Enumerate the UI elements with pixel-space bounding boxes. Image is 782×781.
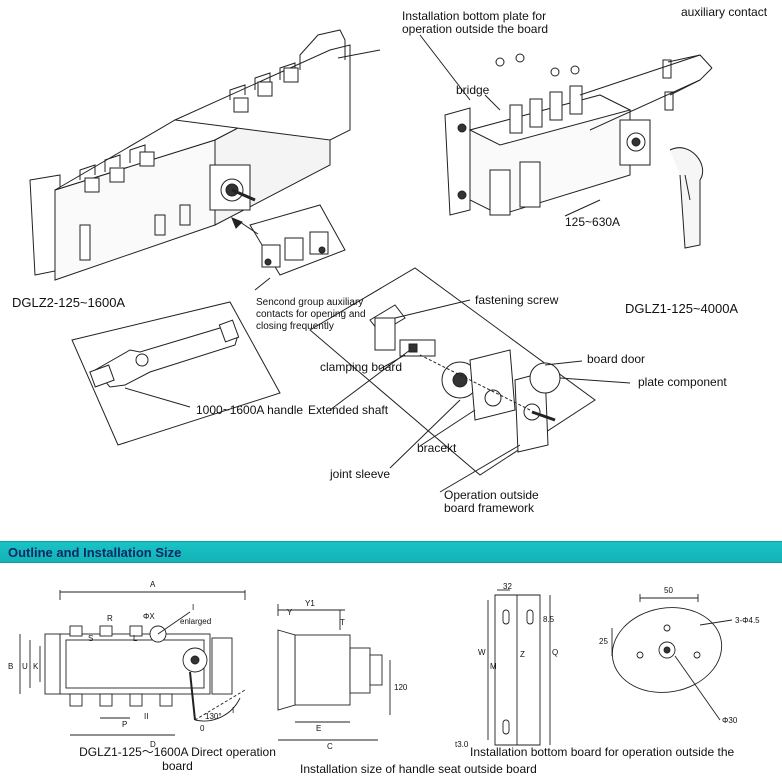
plate-component-label: plate component [638,375,727,389]
second-group-aux-label: Sencond group auxiliary contacts for ope… [256,297,366,332]
large-handle-drawing [89,319,240,388]
dim-B: B [8,662,14,671]
dim-I2: I [232,706,235,715]
side-view-drawing [277,604,391,741]
dim-E: E [316,724,322,733]
dim-Y: Y [287,608,293,617]
dim-enlarged: enlarged [180,617,212,626]
dim-Y1: Y1 [305,599,315,608]
clamping-board-label: clamping board [320,360,403,374]
door-cutout-drawing [611,594,733,721]
dim-U: U [22,662,28,671]
dim-zero: 0 [200,724,205,733]
joint-sleeve-label: joint sleeve [330,467,391,481]
dglz1-switch-body [444,53,704,249]
dim-S: S [88,634,94,643]
dim-C: C [327,742,333,751]
dim-P: P [122,720,128,729]
dim-angle: 130° [205,712,222,721]
operation-framework-label: Operation outside board framework [444,488,539,515]
isometric-assembly-drawing [29,29,713,493]
handle-1000-1600-label: 1000~1600A handle [196,403,304,417]
dim-8-5: 8.5 [543,615,555,624]
auxiliary-contacts-group [231,204,346,276]
dim-I: I [192,603,195,612]
mounting-plate-drawing [487,589,551,746]
caption-install-bottom: Installation bottom board for operation … [470,745,735,759]
dim-50: 50 [664,586,673,595]
dim-K: K [33,662,39,671]
install-plate-label: Installation bottom plate for operation … [402,9,549,36]
board-door-label: board door [587,352,646,366]
dim-T: T [340,618,345,627]
dim-d30: Φ30 [722,716,738,725]
caption-handle-seat: Installation size of handle seat outside… [300,762,537,776]
dim-X: ΦX [143,612,155,621]
section-header-bar: Outline and Installation Size [0,541,782,563]
dglz2-model-label: DGLZ2-125~1600A [12,295,126,310]
caption-direct-operation: DGLZ1-125～1600A Direct operation board [79,745,276,773]
fastening-screw-label: fastening screw [475,293,559,307]
dim-II: II [144,712,149,721]
dim-D: D [150,740,156,749]
dim-L: L [133,634,138,643]
dim-R: R [107,614,113,623]
dim-holes: 3-Φ4.5 [735,616,760,625]
dim-32: 32 [503,582,512,591]
dim-Q: Q [552,648,559,657]
front-view-drawing [19,590,246,736]
dim-t3: t3.0 [455,740,469,749]
extended-shaft-label: Extended shaft [308,403,389,417]
extended-shaft-assembly [369,304,561,453]
dim-M: M [490,662,497,671]
dim-A: A [150,580,156,589]
bridge-label: bridge [456,83,490,97]
bracket-label: bracekt [417,441,457,455]
auxiliary-contact-label: auxiliary contact [681,5,768,19]
dim-Z: Z [520,650,525,659]
range-125-630-label: 125~630A [565,215,621,229]
dim-25: 25 [599,637,608,646]
dim-120: 120 [394,683,408,692]
dglz1-model-label: DGLZ1-125~4000A [625,301,739,316]
dim-W: W [478,648,486,657]
section-title: Outline and Installation Size [8,545,182,560]
dglz2-switch-body [29,29,351,281]
